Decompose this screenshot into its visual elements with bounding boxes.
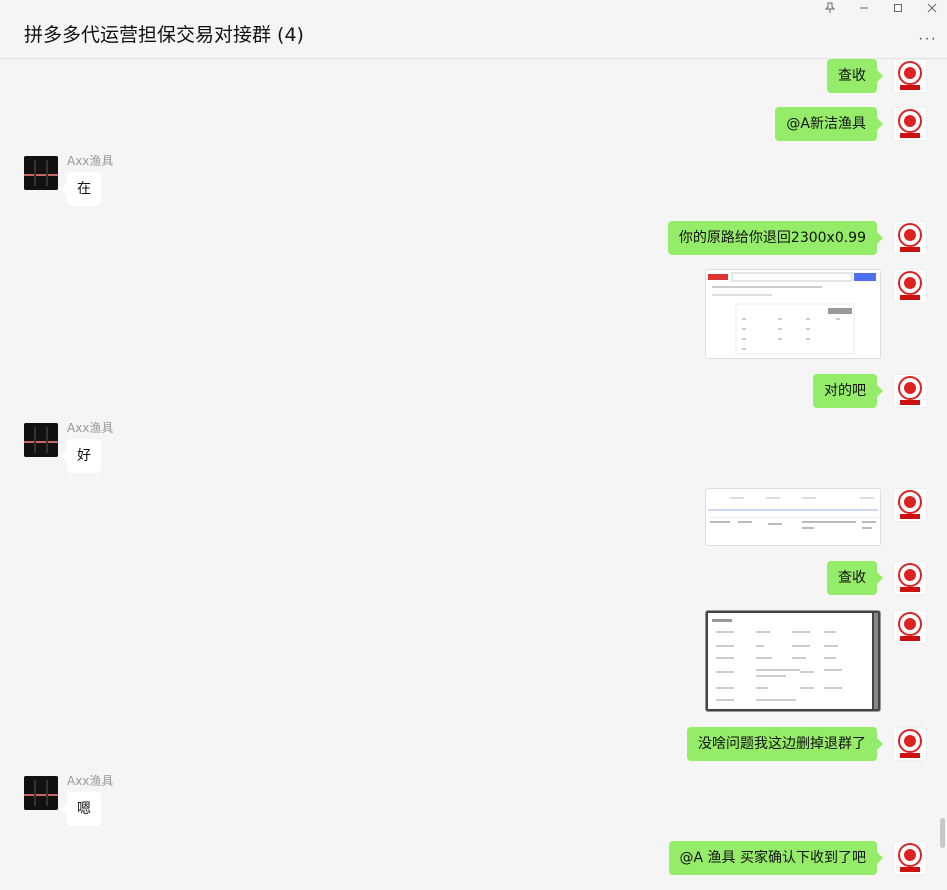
title-bar: 拼多多代运营担保交易对接群 (4) ··· — [0, 0, 947, 59]
self-avatar[interactable] — [893, 727, 927, 761]
other-avatar[interactable] — [24, 776, 58, 810]
message-bubble[interactable]: 查收 — [827, 561, 883, 595]
message-bubble[interactable]: 好 — [61, 439, 101, 473]
close-icon[interactable] — [922, 2, 942, 18]
maximize-icon[interactable] — [888, 2, 908, 18]
scrollbar-thumb[interactable] — [940, 818, 945, 848]
message-bubble[interactable]: @A 渔具 买家确认下收到了吧 — [668, 841, 884, 875]
self-avatar[interactable] — [893, 221, 927, 255]
message-bubble[interactable]: 查收 — [827, 59, 883, 93]
sender-name: Axx渔具 — [67, 774, 114, 788]
message-bubble[interactable]: 嗯 — [61, 792, 101, 826]
sender-name: Axx渔具 — [67, 154, 114, 168]
message-bubble[interactable]: 你的原路给你退回2300x0.99 — [667, 221, 884, 255]
image-message[interactable] — [705, 269, 881, 359]
self-avatar[interactable] — [893, 374, 927, 408]
message-bubble[interactable]: @A新洁渔具 — [775, 107, 883, 141]
message-list[interactable]: 查收 @A新洁渔具 Axx渔具 在 你的原路给你退回2300x0.99 对的吧 … — [0, 59, 947, 890]
minimize-icon[interactable] — [854, 2, 874, 18]
image-message[interactable] — [705, 610, 881, 712]
self-avatar[interactable] — [893, 610, 927, 644]
sender-name: Axx渔具 — [67, 421, 114, 435]
pin-icon[interactable] — [820, 2, 840, 18]
more-options-icon[interactable]: ··· — [918, 30, 937, 47]
message-bubble[interactable]: 没啥问题我这边删掉退群了 — [687, 727, 883, 761]
image-message[interactable] — [705, 488, 881, 546]
self-avatar[interactable] — [893, 59, 927, 93]
self-avatar[interactable] — [893, 561, 927, 595]
other-avatar[interactable] — [24, 423, 58, 457]
self-avatar[interactable] — [893, 488, 927, 522]
self-avatar[interactable] — [893, 107, 927, 141]
chat-title: 拼多多代运营担保交易对接群 (4) — [24, 24, 304, 46]
self-avatar[interactable] — [893, 269, 927, 303]
message-bubble[interactable]: 在 — [61, 172, 101, 206]
self-avatar[interactable] — [893, 841, 927, 875]
other-avatar[interactable] — [24, 156, 58, 190]
message-bubble[interactable]: 对的吧 — [813, 374, 883, 408]
